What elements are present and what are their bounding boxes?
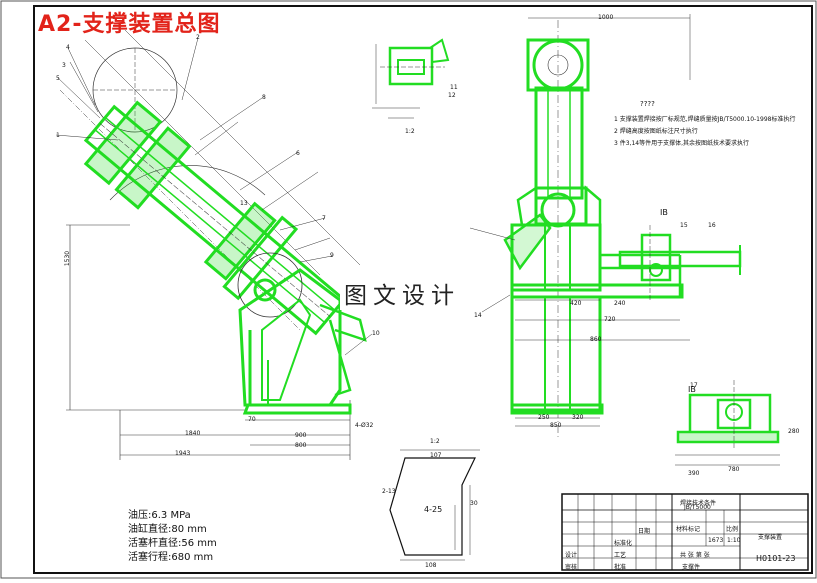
dim-1840: 1840 <box>185 430 201 437</box>
dim-720: 720 <box>604 316 616 323</box>
dim-1530: 1530 <box>64 250 72 267</box>
dim-1000: 1000 <box>598 14 614 21</box>
note-2: 2 焊缝高度按图纸标注尺寸执行 <box>614 128 698 135</box>
tb-scale: 1:10 <box>727 537 741 544</box>
tb-approve: 批准 <box>614 564 627 571</box>
dim-320: 320 <box>572 414 584 421</box>
section-detail-top <box>372 38 450 119</box>
tb-weight: 1673 <box>708 537 724 544</box>
note-1: 1 支撑装置焊接按厂标规范,焊缝质量按JB/T5000.10-1998标准执行 <box>614 116 796 123</box>
dim-2-13: 2-13 <box>382 488 396 495</box>
part-number-9: 9 <box>330 252 334 259</box>
drawing-title: A2-支撑装置总图 <box>38 12 221 37</box>
dim-900: 900 <box>295 432 307 439</box>
part-number-8: 8 <box>262 94 266 101</box>
dim-860: 860 <box>590 336 602 343</box>
tb-check: 审核 <box>565 564 578 571</box>
part-number-6: 6 <box>296 150 300 157</box>
part-number-16: 16 <box>708 222 716 229</box>
part-number-11: 11 <box>450 84 458 91</box>
section-label-a: 1:2 <box>405 128 415 135</box>
watermark-text: 图文设计 <box>340 276 464 310</box>
part-number-1: 1 <box>56 132 60 139</box>
part-number-7: 7 <box>322 215 326 222</box>
part-number-5: 5 <box>56 75 60 82</box>
hydraulic-cylinder <box>83 100 347 336</box>
tb-standardize: 标准化 <box>614 540 633 547</box>
ib-view <box>675 380 780 466</box>
part-number-17: 17 <box>690 382 698 389</box>
tb-date: 日期 <box>638 528 651 535</box>
part-number-3: 3 <box>62 62 66 69</box>
note-3: 3 件3,14等件用于支撑体,其余按图纸技术要求执行 <box>614 140 749 147</box>
dim-850: 850 <box>550 422 562 429</box>
tb-standard: JB/T5000 <box>684 504 711 511</box>
dim-390: 390 <box>688 470 700 477</box>
dim-1943: 1943 <box>175 450 191 457</box>
dim-800: 800 <box>295 442 307 449</box>
title-block-grid <box>561 493 809 571</box>
tb-drawing-number: H0101-23 <box>756 554 796 563</box>
part-number-4: 4 <box>66 44 70 51</box>
section-label-b: 1:2 <box>430 438 440 445</box>
front-view <box>469 14 742 440</box>
tb-design: 设计 <box>565 552 578 559</box>
tb-scale-label: 比例 <box>726 526 739 533</box>
spec-rod-diameter: 活塞杆直径:56 mm <box>128 538 217 549</box>
dim-4-32: 4-Ø32 <box>355 422 374 429</box>
part-number-12: 12 <box>448 92 456 99</box>
part-number-13: 13 <box>240 200 248 207</box>
part-number-10: 10 <box>372 330 380 337</box>
dim-420: 420 <box>570 300 582 307</box>
tb-company: 支撑件 <box>682 564 701 571</box>
dim-70: 70 <box>248 416 256 423</box>
spec-pressure: 油压:6.3 MPa <box>128 510 191 521</box>
dim-280: 280 <box>788 428 800 435</box>
dim-30: 30 <box>470 500 478 507</box>
dim-4-25: 4-25 <box>424 505 443 514</box>
section-4-25 <box>389 449 480 561</box>
tb-standard-label: 焊接技术条件 <box>680 500 717 507</box>
dim-107: 107 <box>430 452 442 459</box>
left-assembly-view <box>55 29 373 460</box>
tb-sheet: 共 张 第 张 <box>680 552 710 559</box>
inner-frame <box>33 5 813 574</box>
tb-drawing-name: 支撑装置 <box>758 534 783 541</box>
spec-stroke: 活塞行程:680 mm <box>128 552 214 563</box>
tb-process: 工艺 <box>614 552 627 559</box>
tb-material-label: 材料标记 <box>676 526 701 533</box>
dim-240: 240 <box>614 300 626 307</box>
dim-250: 250 <box>538 414 550 421</box>
part-number-15: 15 <box>680 222 688 229</box>
notes-heading: ???? <box>640 100 655 108</box>
dim-108: 108 <box>425 562 437 569</box>
spec-cylinder-bore: 油缸直径:80 mm <box>128 524 207 535</box>
view-label-ib-bottom: IB <box>688 385 696 394</box>
view-label-ib-top: IB <box>660 208 668 217</box>
part-number-2: 2 <box>196 34 200 41</box>
part-number-14: 14 <box>474 312 482 319</box>
dim-780: 780 <box>728 466 740 473</box>
